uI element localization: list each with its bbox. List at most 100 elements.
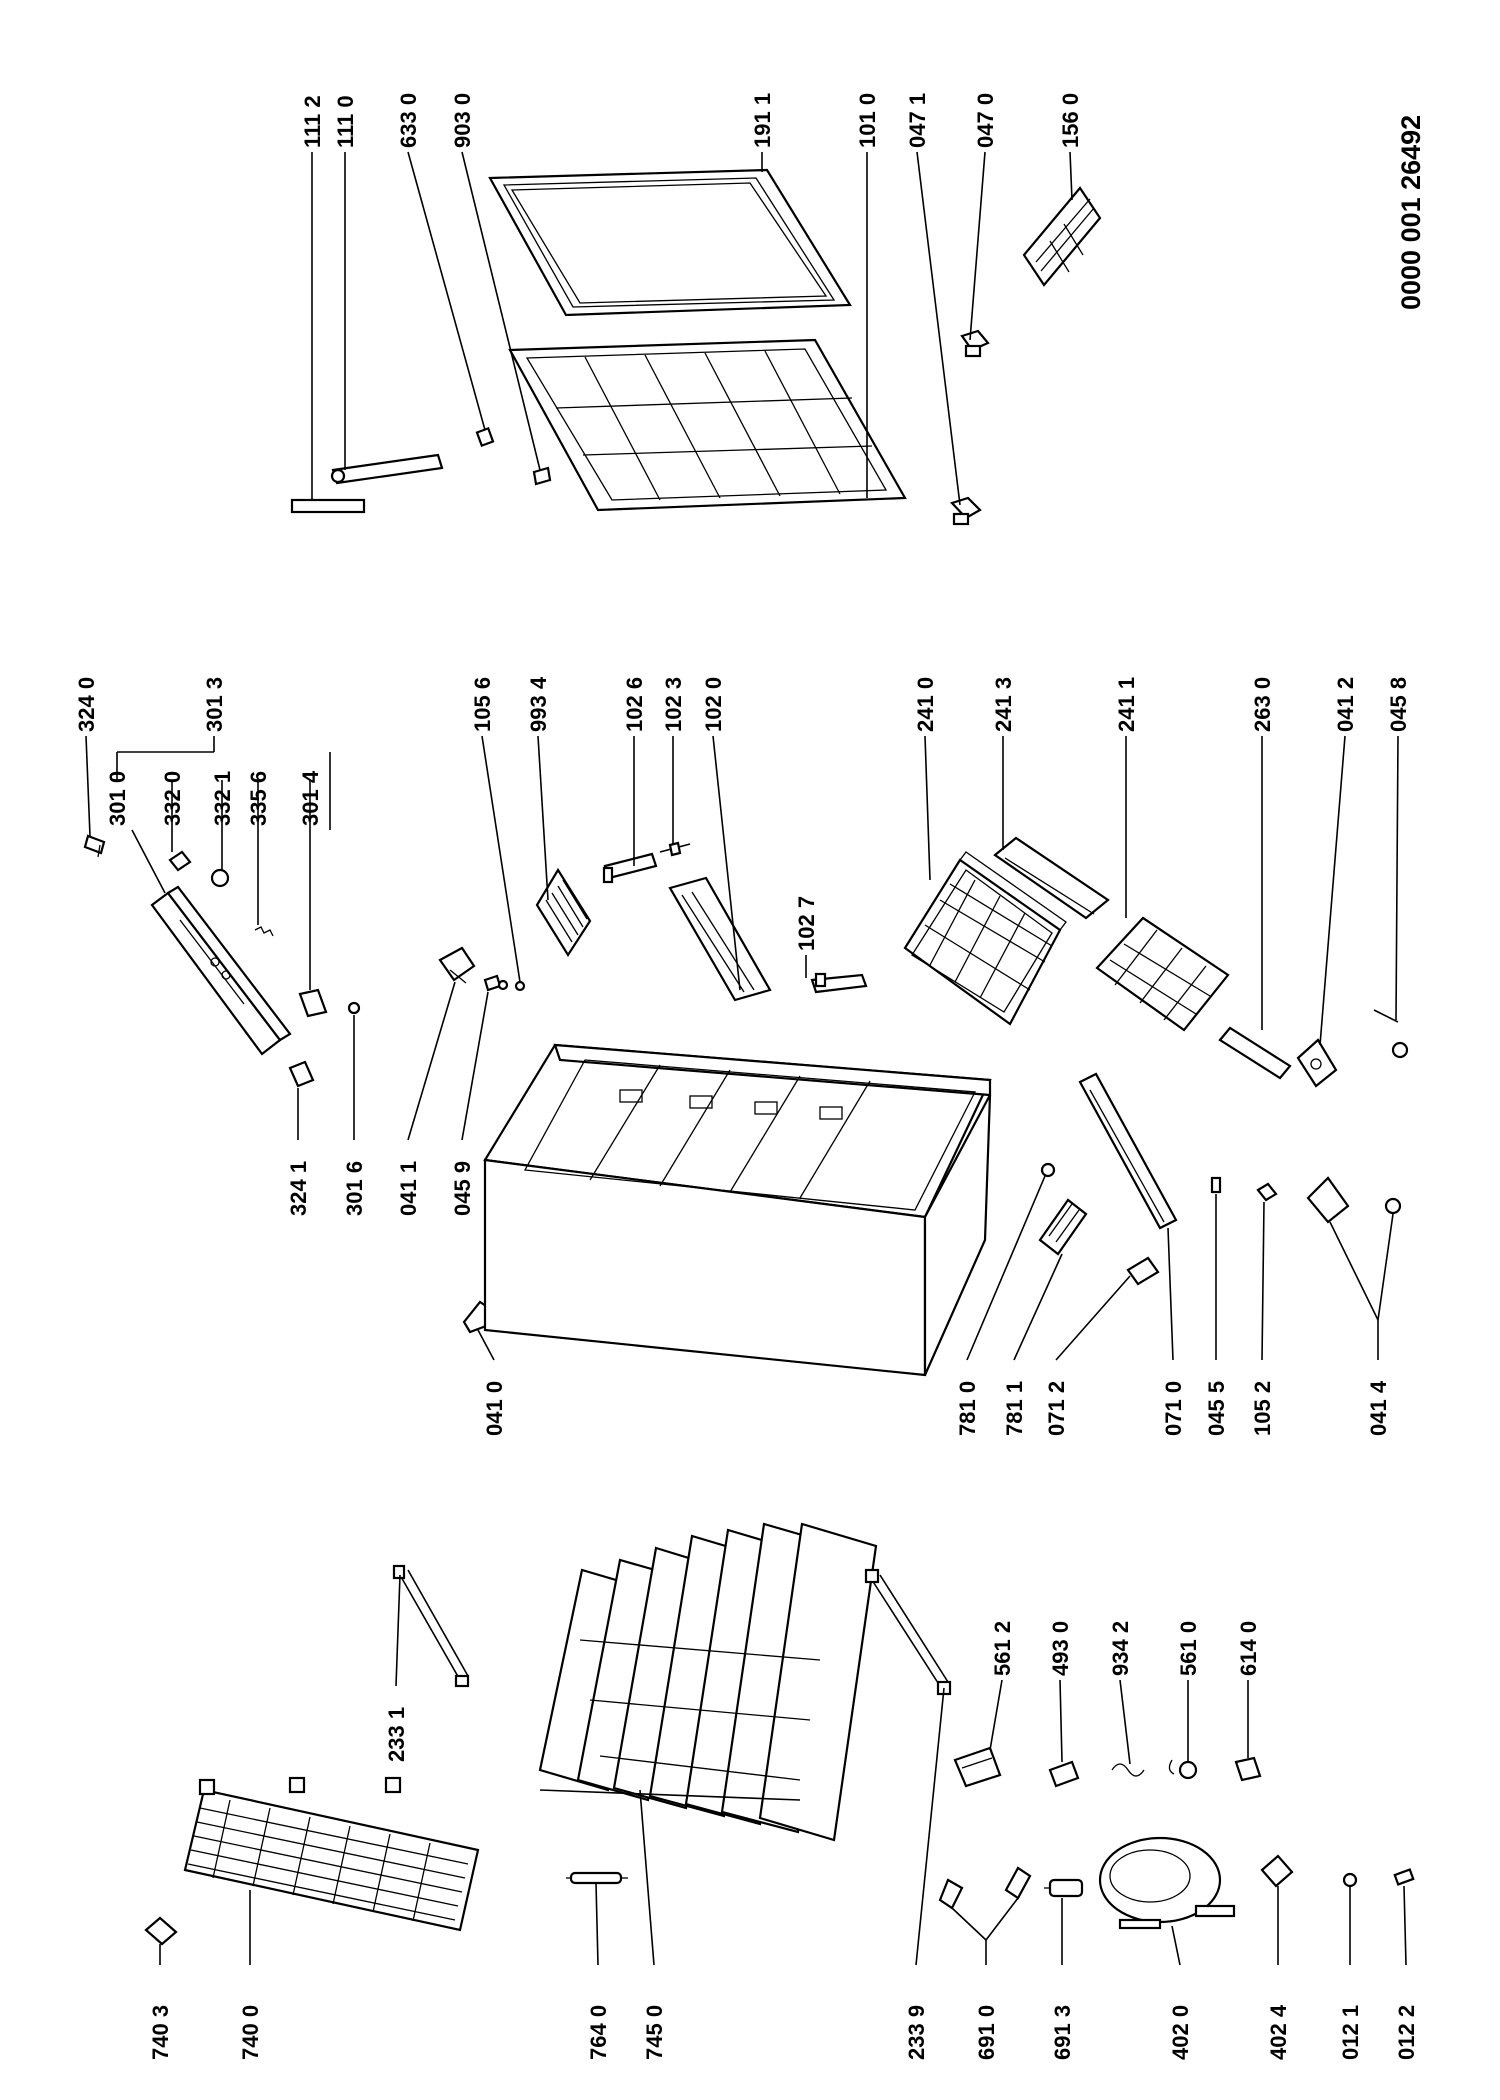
label-241-1: 241 1 bbox=[1114, 677, 1139, 732]
part-102-0-fan-cover bbox=[668, 876, 772, 1002]
label-301-0: 301 0 bbox=[105, 771, 130, 826]
part-493-0-box bbox=[1048, 1760, 1080, 1788]
label-041-2: 041 2 bbox=[1333, 677, 1358, 732]
label-633-0: 633 0 bbox=[396, 93, 421, 148]
reference-number: 0000 001 26492 bbox=[1396, 115, 1426, 310]
part-745-0-evaporator bbox=[538, 1522, 878, 1842]
label-740-0: 740 0 bbox=[238, 2005, 263, 2060]
label-101-0: 101 0 bbox=[855, 93, 880, 148]
part-993-4-grille bbox=[535, 867, 592, 958]
label-402-0: 402 0 bbox=[1168, 2005, 1193, 2060]
part-102-3-bracket bbox=[659, 841, 691, 857]
part-241-1-basket bbox=[1095, 916, 1230, 1032]
label-561-2: 561 2 bbox=[990, 1621, 1015, 1676]
part-324-1-clip bbox=[288, 1060, 315, 1088]
door-group bbox=[290, 168, 1102, 526]
part-105-6-nut bbox=[514, 980, 526, 992]
part-335-6-wire bbox=[254, 926, 274, 937]
refrigeration-group bbox=[144, 1522, 1415, 1946]
label-781-1: 781 1 bbox=[1002, 1381, 1027, 1436]
label-934-2: 934 2 bbox=[1108, 1621, 1133, 1676]
part-071-2-foot bbox=[1126, 1256, 1160, 1286]
part-111-0-handle bbox=[330, 453, 444, 485]
part-764-0-filter bbox=[566, 1871, 628, 1885]
label-301-6: 301 6 bbox=[342, 1161, 367, 1216]
part-301-4-plate bbox=[298, 988, 328, 1018]
label-324-1: 324 1 bbox=[286, 1161, 311, 1216]
part-781-1-vent bbox=[1038, 1198, 1088, 1256]
part-561-2-relay bbox=[953, 1746, 1002, 1788]
part-041-4-hinge bbox=[1306, 1176, 1402, 1224]
part-045-9-bolt bbox=[483, 974, 509, 992]
label-301-4: 301 4 bbox=[298, 770, 323, 826]
label-332-1: 332 1 bbox=[210, 771, 235, 826]
part-740-3-box bbox=[144, 1916, 178, 1946]
part-402-4-bracket bbox=[1260, 1854, 1294, 1888]
part-301-6-button bbox=[347, 1001, 361, 1015]
label-045-5: 045 5 bbox=[1204, 1381, 1229, 1436]
label-041-4: 041 4 bbox=[1366, 1380, 1391, 1436]
label-071-2: 071 2 bbox=[1044, 1381, 1069, 1436]
label-156-0: 156 0 bbox=[1058, 93, 1083, 148]
label-764-0: 764 0 bbox=[586, 2005, 611, 2060]
part-301-0-control-panel bbox=[150, 885, 292, 1056]
label-614-0: 614 0 bbox=[1236, 1621, 1261, 1676]
label-241-0: 241 0 bbox=[913, 677, 938, 732]
leader-lines bbox=[85, 151, 1407, 1966]
label-102-0: 102 0 bbox=[701, 677, 726, 732]
part-047-1-hinge bbox=[950, 496, 982, 526]
label-102-7: 102 7 bbox=[794, 896, 819, 951]
part-233-9-tube bbox=[864, 1568, 952, 1696]
part-101-0-door bbox=[508, 338, 907, 512]
part-102-7-bracket bbox=[810, 972, 868, 994]
label-012-1: 012 1 bbox=[1338, 2005, 1363, 2060]
label-045-8: 045 8 bbox=[1386, 677, 1411, 732]
label-071-0: 071 0 bbox=[1161, 1381, 1186, 1436]
part-105-2-cap bbox=[1256, 1182, 1278, 1202]
label-191-1: 191 1 bbox=[750, 93, 775, 148]
part-041-2-hinge bbox=[1296, 1038, 1338, 1088]
part-561-0-relay bbox=[1168, 1759, 1198, 1780]
label-045-9: 045 9 bbox=[450, 1161, 475, 1216]
part-012-2-spacer bbox=[1393, 1868, 1415, 1886]
label-740-3: 740 3 bbox=[148, 2005, 173, 2060]
label-781-0: 781 0 bbox=[955, 1381, 980, 1436]
label-335-6: 335 6 bbox=[246, 771, 271, 826]
label-332-0: 332 0 bbox=[160, 771, 185, 826]
part-102-6-bracket bbox=[602, 852, 658, 884]
label-105-6: 105 6 bbox=[470, 677, 495, 732]
label-993-4: 993 4 bbox=[526, 676, 551, 732]
part-324-0-screw bbox=[83, 834, 106, 858]
part-614-0-clip bbox=[1234, 1756, 1262, 1782]
part-263-0-strip bbox=[1218, 1026, 1292, 1080]
label-105-2: 105 2 bbox=[1250, 1381, 1275, 1436]
label-745-0: 745 0 bbox=[642, 2005, 667, 2060]
part-241-0-basket bbox=[903, 851, 1067, 1026]
part-241-3-tray bbox=[993, 836, 1110, 920]
label-102-6: 102 6 bbox=[622, 677, 647, 732]
label-233-1: 233 1 bbox=[384, 1707, 409, 1762]
label-102-3: 102 3 bbox=[661, 677, 686, 732]
part-012-1-grommet bbox=[1342, 1872, 1358, 1888]
part-045-5-pin bbox=[1210, 1176, 1222, 1194]
part-cabinet-body bbox=[483, 1043, 992, 1377]
part-191-1-door-gasket bbox=[488, 168, 852, 317]
part-045-8-bolt bbox=[1373, 1009, 1409, 1059]
label-041-1: 041 1 bbox=[396, 1161, 421, 1216]
part-332-0-knob bbox=[168, 850, 192, 872]
part-071-0-base-rail bbox=[1078, 1072, 1178, 1230]
label-012-2: 012 2 bbox=[1394, 2005, 1419, 2060]
label-903-0: 903 0 bbox=[450, 93, 475, 148]
part-041-1-hinge bbox=[438, 946, 476, 984]
part-233-1-tube bbox=[392, 1564, 470, 1688]
label-691-0: 691 0 bbox=[974, 2005, 999, 2060]
part-332-1-knob bbox=[210, 868, 230, 888]
part-402-0-compressor bbox=[1098, 1836, 1236, 1930]
part-633-0-clip bbox=[475, 426, 495, 448]
label-041-0: 041 0 bbox=[482, 1381, 507, 1436]
part-691-3-sleeve bbox=[1044, 1878, 1084, 1898]
label-241-3: 241 3 bbox=[991, 677, 1016, 732]
label-561-0: 561 0 bbox=[1176, 1621, 1201, 1676]
label-111-2: 111 2 bbox=[300, 95, 325, 148]
cabinet-group bbox=[83, 834, 1409, 1377]
